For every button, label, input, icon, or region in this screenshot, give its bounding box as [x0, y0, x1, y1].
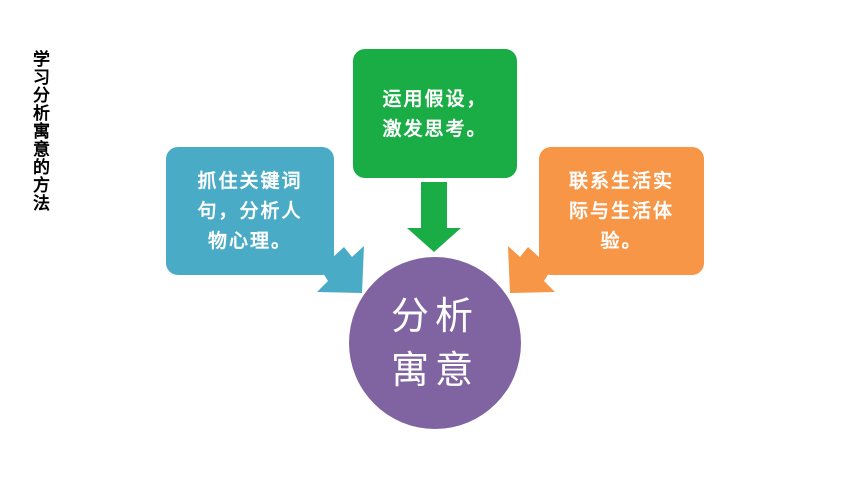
center-circle-analyze-meaning: 分析 寓意 [349, 257, 521, 429]
center-line-2: 寓意 [390, 348, 479, 392]
box-right-line-1: 联系生活实 [568, 170, 674, 192]
method-box-hypothesis: 运用假设， 激发思考。 [353, 49, 517, 178]
method-box-life-experience: 联系生活实 际与生活体 验。 [539, 147, 704, 275]
box-left-line-2: 句，分析人 [197, 200, 303, 222]
arrow-down-left-icon [508, 246, 555, 293]
center-line-1: 分析 [390, 294, 479, 338]
box-left-line-3: 物心理。 [207, 230, 292, 252]
box-left-line-1: 抓住关键词 [197, 170, 303, 192]
box-right-line-2: 际与生活体 [568, 200, 674, 222]
box-right-line-3: 验。 [600, 230, 643, 252]
box-top-line-2: 激发思考。 [382, 117, 488, 140]
box-top-line-1: 运用假设， [382, 87, 488, 110]
side-title: 学习分析寓意的方法 [29, 50, 49, 212]
method-box-key-words: 抓住关键词 句，分析人 物心理。 [166, 147, 334, 275]
arrow-down-icon [407, 182, 461, 252]
arrow-down-right-icon [317, 246, 364, 293]
